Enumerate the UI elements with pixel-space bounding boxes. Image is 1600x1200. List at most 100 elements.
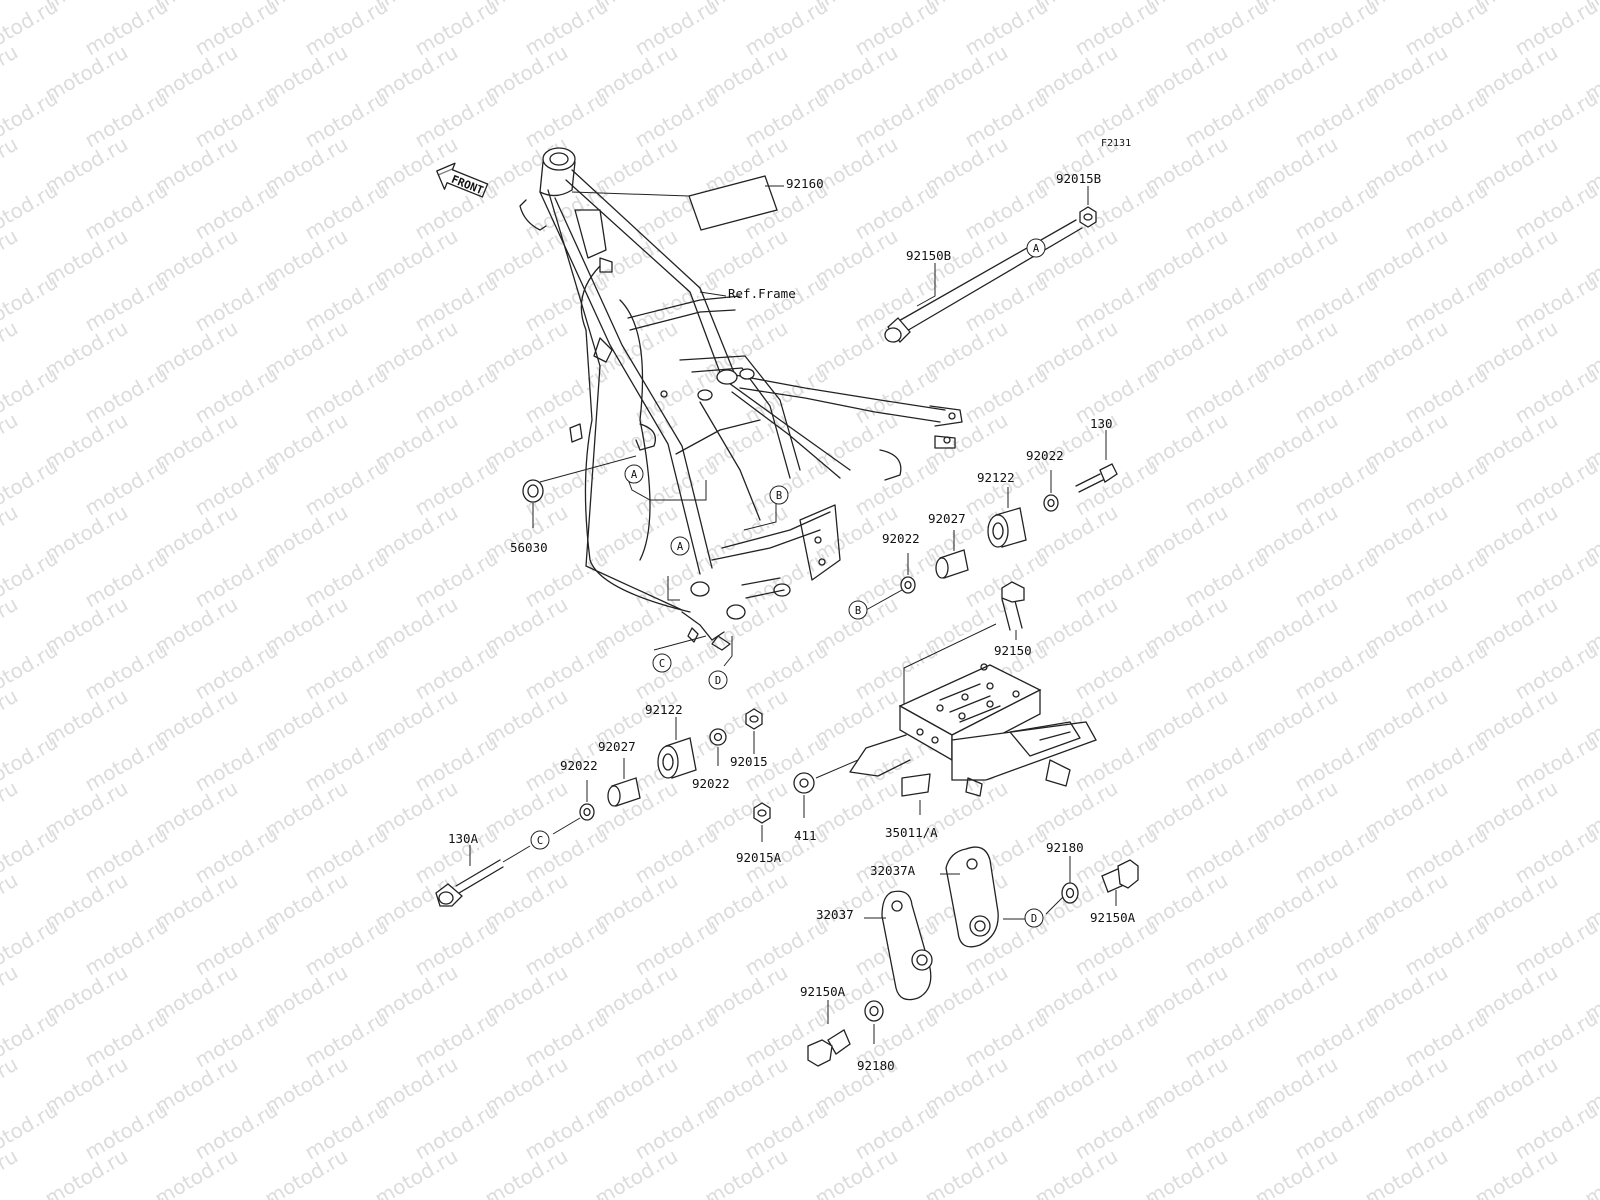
washer-92022-bot [709, 728, 727, 766]
watermark-text: motod.ru [631, 638, 722, 705]
part-label-92160: 92160 [786, 176, 824, 191]
part-label-130A: 130A [448, 831, 479, 846]
watermark-text: motod.ru [1291, 822, 1382, 889]
watermark-text: motod.ru [1071, 1190, 1162, 1200]
watermark-text: motod.ru [1071, 454, 1162, 521]
part-label-32037: 32037 [816, 907, 854, 922]
svg-text:D: D [1031, 913, 1037, 925]
watermark-text: motod.ru [301, 362, 392, 429]
svg-text:A: A [631, 469, 638, 481]
watermark-text: motod.ru [81, 1098, 172, 1165]
nut-92015 [745, 708, 763, 754]
watermark-text: motod.ru [1181, 362, 1272, 429]
watermark-text: motod.ru [521, 546, 612, 613]
watermark-text: motod.ru [411, 914, 502, 981]
watermark-text: motod.ru [411, 178, 502, 245]
watermark-text: motod.ru [1071, 362, 1162, 429]
watermark-text: motod.ru [851, 178, 942, 245]
watermark-text: motod.ru [191, 454, 282, 521]
watermark-text: motod.ru [1401, 270, 1492, 337]
watermark-text: motod.ru [1401, 454, 1492, 521]
watermark-text: motod.ru [1291, 362, 1382, 429]
watermark-text: motod.ru [0, 40, 22, 107]
watermark-text: motod.ru [1291, 546, 1382, 613]
bolt-92150B [884, 219, 1083, 343]
watermark-text: motod.ru [411, 362, 502, 429]
watermark-text: motod.ru [191, 270, 282, 337]
watermark-text: motod.ru [81, 270, 172, 337]
svg-text:B: B [776, 490, 782, 502]
ref-circle-d-bracket: D [1024, 908, 1044, 928]
watermark-text: motod.ru [411, 730, 502, 797]
part-label-56030: 56030 [510, 540, 548, 555]
watermark-text: motod.ru [521, 270, 612, 337]
watermark-text: motod.ru [191, 1190, 282, 1200]
watermark-text: motod.ru [191, 546, 282, 613]
watermark-text: motod.ru [851, 1190, 942, 1200]
watermark-text: motod.ru [631, 1006, 722, 1073]
watermark-text: motod.ru [741, 914, 832, 981]
frame-drawing [519, 147, 963, 651]
watermark-text: motod.ru [1291, 1098, 1382, 1165]
part-label-92015B: 92015B [1056, 171, 1101, 186]
collar-92027-top [935, 530, 969, 579]
watermark-text: motod.ru [521, 638, 612, 705]
bolt-130A [435, 817, 581, 907]
watermark-text: motod.ru [851, 86, 942, 153]
ref-circle-b-frame: B [769, 485, 789, 505]
watermark-text: motod.ru [1511, 1190, 1600, 1200]
ref-circle-c-frame: C [652, 653, 672, 673]
svg-text:B: B [855, 605, 861, 617]
watermark-text: motod.ru [301, 1098, 392, 1165]
ref-frame-label: Ref.Frame [728, 286, 796, 301]
bracket-35011A [849, 663, 1097, 815]
washer-92022-top [1043, 470, 1059, 512]
watermark-text: motod.ru [81, 454, 172, 521]
part-label-92027-top: 92027 [928, 511, 966, 526]
watermark-text: motod.ru [191, 1098, 282, 1165]
watermark-text: motod.ru [0, 316, 22, 383]
watermark-text: motod.ru [81, 1006, 172, 1073]
watermark-text: motod.ru [961, 1006, 1052, 1073]
watermark-text: motod.ru [1181, 1006, 1272, 1073]
plate-32037 [864, 890, 933, 1001]
watermark-text: motod.ru [631, 1098, 722, 1165]
part-label-92180-top: 92180 [1046, 840, 1084, 855]
washer-411 [793, 759, 859, 818]
spacer-92122-top [987, 487, 1027, 548]
watermark-text: motod.ru [1071, 1006, 1162, 1073]
watermark-text: motod.ru [1291, 638, 1382, 705]
watermark-text: motod.ru [521, 1006, 612, 1073]
watermark-text: motod.ru [1291, 1190, 1382, 1200]
ref-circle-a-frame1: A [624, 464, 644, 484]
watermark-text: motod.ru [851, 362, 942, 429]
watermark-text: motod.ru [1401, 822, 1492, 889]
part-label-92022-bot: 92022 [692, 776, 730, 791]
watermark-text: motod.ru [301, 86, 392, 153]
watermark-text: motod.ru [1291, 454, 1382, 521]
part-label-92122-top: 92122 [977, 470, 1015, 485]
watermark-text: motod.ru [0, 1144, 22, 1200]
watermark-text: motod.ru [301, 454, 392, 521]
svg-text:A: A [677, 541, 684, 553]
collar-92027-bot [607, 758, 641, 807]
watermark-text: motod.ru [1401, 178, 1492, 245]
watermark-text: motod.ru [1401, 638, 1492, 705]
ref-circle-b-spacer: B [848, 600, 868, 620]
watermark-text: motod.ru [191, 178, 282, 245]
watermark-text: motod.ru [1181, 1190, 1272, 1200]
part-label-92022-mid: 92022 [882, 531, 920, 546]
watermark-text: motod.ru [0, 500, 22, 567]
watermark-text: motod.ru [1291, 270, 1382, 337]
watermark-text: motod.ru [1181, 178, 1272, 245]
part-label-32037A: 32037A [870, 863, 916, 878]
watermark-text: motod.ru [521, 178, 612, 245]
watermark-text: motod.ru [81, 1190, 172, 1200]
watermark-text: motod.ru [81, 178, 172, 245]
watermark-text: motod.ru [1181, 730, 1272, 797]
watermark-text: motod.ru [961, 546, 1052, 613]
watermark-text: motod.ru [0, 868, 22, 935]
watermark-text: motod.ru [741, 1098, 832, 1165]
watermark-text: motod.ru [0, 408, 22, 475]
